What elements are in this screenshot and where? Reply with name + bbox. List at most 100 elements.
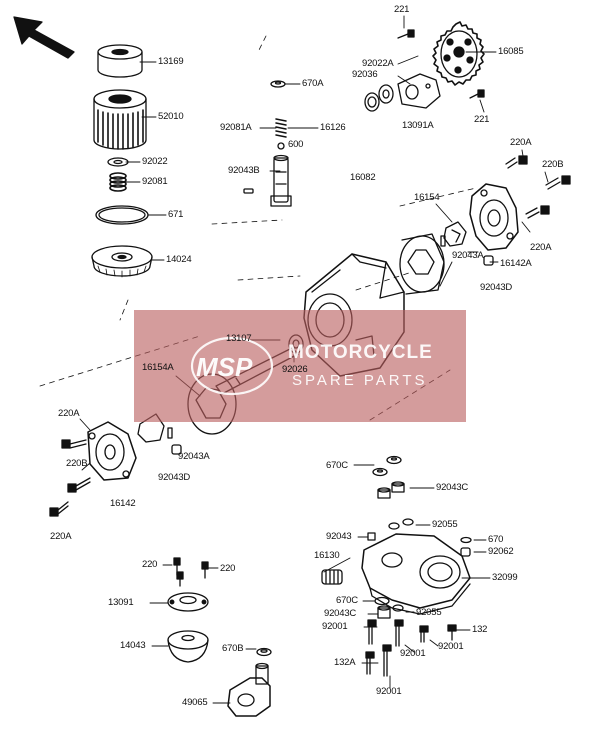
filter-cover-14024	[91, 245, 153, 278]
watermark: MSP	[134, 310, 466, 422]
label-670b: 670B	[222, 643, 244, 654]
bolt-92001-a	[367, 619, 377, 645]
washer-670c-top	[386, 455, 402, 465]
pin-92043a-right	[440, 235, 446, 247]
plate-13091	[167, 592, 209, 612]
label-92043a-right: 92043A	[452, 250, 484, 261]
label-92081: 92081	[142, 176, 168, 187]
label-92081a: 92081A	[220, 122, 252, 133]
label-220-b: 220	[220, 563, 236, 574]
label-13107: 13107	[226, 333, 252, 344]
pump-cover-16082	[469, 183, 519, 251]
label-92001-a: 92001	[322, 621, 348, 632]
label-92055: 92055	[432, 519, 458, 530]
label-92022a: 92022A	[362, 58, 394, 69]
label-16142a: 16142A	[500, 258, 532, 269]
screw-220-b	[201, 561, 209, 579]
pump-cover-16142	[87, 421, 137, 481]
label-221-bottom: 221	[474, 114, 490, 125]
label-92043d-right: 92043D	[480, 282, 513, 293]
washer-670c-mid	[372, 467, 388, 477]
label-92062: 92062	[488, 546, 514, 557]
gear-16085	[432, 21, 485, 86]
dowel-92043c-lower	[377, 605, 391, 619]
label-132a: 132A	[334, 657, 356, 668]
label-221-top: 221	[394, 4, 410, 15]
label-220b-right: 220B	[542, 159, 564, 170]
label-16142: 16142	[110, 498, 136, 509]
ball-600	[277, 142, 285, 150]
label-220a-right: 220A	[510, 137, 532, 148]
washer-670a	[270, 80, 286, 88]
spring-92081a	[275, 118, 287, 138]
pin-16142a	[483, 255, 494, 266]
bracket-13091a	[397, 73, 441, 109]
collar-92055-lower	[392, 604, 404, 612]
label-670: 670	[488, 534, 504, 545]
label-92001-d: 92001	[376, 686, 402, 697]
dowel-92043c	[377, 481, 405, 499]
bolt-92001-b	[394, 619, 404, 647]
label-92043a-left: 92043A	[178, 451, 210, 462]
washer-92022	[107, 157, 129, 167]
label-670c: 670C	[326, 460, 348, 471]
filter-cap-13169	[97, 44, 143, 78]
bolt-132a	[365, 651, 375, 675]
label-16126: 16126	[320, 122, 346, 133]
screw-220-a	[173, 557, 184, 587]
bolt-92001-c	[419, 625, 429, 643]
valve-piston	[270, 154, 292, 207]
washer-670	[460, 536, 472, 544]
bolt-220a-left-2	[49, 501, 69, 517]
cover-14043	[167, 630, 209, 663]
label-16082: 16082	[350, 172, 376, 183]
label-92043b: 92043B	[228, 165, 260, 176]
washer-670c-lower	[374, 596, 390, 606]
label-92055-lower: 92055	[416, 607, 442, 618]
pin-92043b	[243, 188, 254, 194]
watermark-subtitle: SPARE PARTS	[292, 372, 428, 389]
label-13169: 13169	[158, 56, 184, 67]
label-132: 132	[472, 624, 488, 635]
bolt-220b-left	[67, 477, 91, 493]
oil-filter-52010	[93, 89, 147, 150]
screen-16130	[321, 569, 343, 585]
collar-92055	[388, 518, 414, 530]
screw-221-bottom	[469, 89, 485, 99]
screw-221-top	[397, 29, 415, 39]
label-92043c-lower: 92043C	[324, 608, 357, 619]
bolt-220a-right	[505, 155, 528, 169]
label-92043d-left: 92043D	[158, 472, 191, 483]
label-16085: 16085	[498, 46, 524, 57]
label-92022: 92022	[142, 156, 168, 167]
label-92036: 92036	[352, 69, 378, 80]
washer-92022a	[378, 84, 394, 104]
washer-670b	[256, 647, 272, 657]
label-220a-left-2: 220A	[50, 531, 72, 542]
bolt-220b-right	[545, 175, 571, 190]
pump-housing-32099	[361, 533, 471, 615]
label-670a: 670A	[302, 78, 324, 89]
label-14024: 14024	[166, 254, 192, 265]
label-92001-c: 92001	[438, 641, 464, 652]
o-ring-671	[95, 205, 149, 225]
label-220b-left: 220B	[66, 458, 88, 469]
label-13091a: 13091A	[402, 120, 434, 131]
bolt-220a-left	[61, 439, 87, 449]
outer-rotor-right	[399, 233, 445, 295]
label-600: 600	[288, 139, 304, 150]
label-92026: 92026	[282, 364, 308, 375]
bolt-132	[447, 624, 457, 641]
pin-92043d-left	[171, 444, 182, 455]
watermark-title: MOTORCYCLE	[288, 342, 433, 363]
washer-92036	[364, 92, 380, 112]
svg-text:MSP: MSP	[196, 352, 253, 382]
label-220a-left: 220A	[58, 408, 80, 419]
label-32099: 32099	[492, 572, 518, 583]
label-220-a: 220	[142, 559, 158, 570]
label-13091: 13091	[108, 597, 134, 608]
pipe-49065	[227, 662, 271, 717]
spring-92081	[109, 172, 127, 192]
label-670c-lower: 670C	[336, 595, 358, 606]
